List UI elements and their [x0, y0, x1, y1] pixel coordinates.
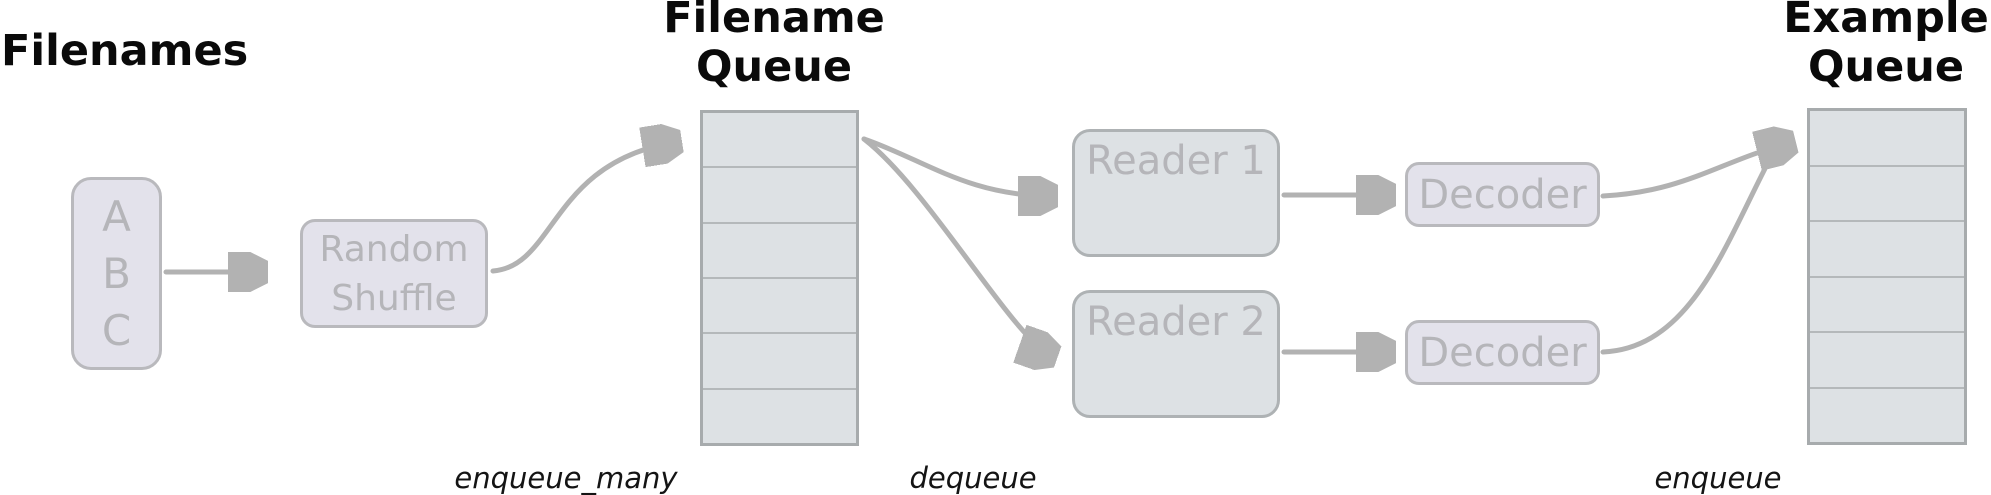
label-enqueue-many: enqueue_many — [454, 461, 678, 495]
filename-item-c: C — [101, 306, 132, 355]
queue-cell — [703, 113, 856, 166]
arrow-decoder2-to-example-queue — [1600, 143, 1785, 355]
queue-cell — [1810, 331, 1964, 387]
arrow-dequeue-to-reader1 — [861, 136, 1052, 196]
title-filename-queue: Filename Queue — [663, 0, 885, 92]
queue-cell — [1810, 111, 1964, 165]
label-dequeue: dequeue — [909, 461, 1037, 495]
queue-cell — [703, 276, 856, 332]
queue-cell — [703, 166, 856, 221]
title-filenames: Filenames — [1, 26, 249, 76]
reader2-label: Reader 2 — [1086, 299, 1266, 345]
decoder2-label: Decoder — [1418, 329, 1587, 376]
decoder2-box: Decoder — [1405, 320, 1600, 385]
decoder1-box: Decoder — [1405, 162, 1600, 227]
filename-item-b: B — [102, 249, 131, 298]
decoder1-label: Decoder — [1418, 171, 1587, 218]
queue-cell — [1810, 220, 1964, 276]
queue-cell — [1810, 164, 1964, 221]
filename-item-a: A — [102, 192, 131, 241]
queue-cell — [1810, 386, 1964, 443]
random-shuffle-box: Random Shuffle — [300, 219, 488, 328]
example-queue — [1807, 108, 1967, 445]
queue-cell — [703, 387, 856, 443]
queue-cell — [703, 332, 856, 387]
arrow-dequeue-to-reader2 — [861, 136, 1052, 355]
reader1-box: Reader 1 — [1072, 129, 1280, 257]
queue-cell — [1810, 275, 1964, 332]
label-enqueue: enqueue — [1654, 461, 1782, 495]
title-example-queue: Example Queue — [1783, 0, 1989, 92]
arrow-decoder1-to-example-queue — [1600, 143, 1790, 199]
queue-cell — [703, 221, 856, 277]
filename-queue — [700, 110, 859, 446]
arrow-shuffle-to-filename-queue — [490, 142, 676, 274]
filenames-box: A B C — [71, 177, 162, 370]
reader1-label: Reader 1 — [1086, 138, 1266, 184]
reader2-box: Reader 2 — [1072, 290, 1280, 418]
